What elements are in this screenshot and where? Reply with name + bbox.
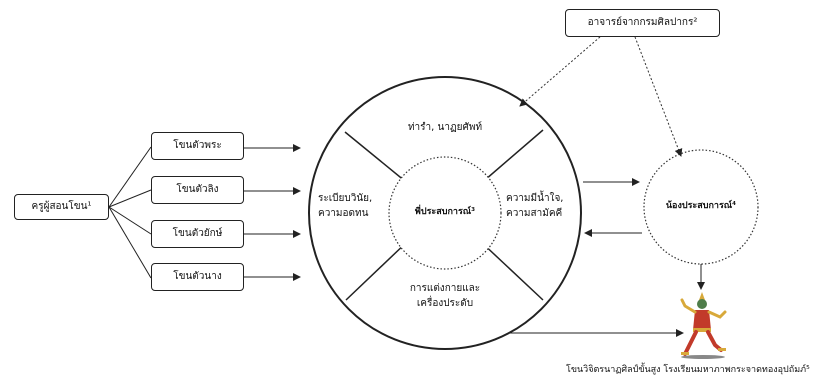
fine-arts-to-junior-arrow [634,36,683,157]
fine-arts-label: อาจารย์จากกรมศิลปากร² [587,17,698,28]
teacher-link-3 [108,206,152,235]
teacher-link-1 [108,146,152,208]
circle-divider-nw [344,131,412,187]
teacher-link-2 [108,189,152,208]
segment-bottom-line-2: เครื่องประดับ [416,297,474,309]
segment-right-line-1: ความมีน้ำใจ, [506,193,564,204]
role-box-ling: โขนตัวลิง [151,176,244,204]
segment-left-line-1: ระเบียบวินัย, [318,193,373,204]
circle-divider-ne [477,129,544,187]
junior-circle [643,149,759,265]
role-label-ling: โขนตัวลิง [176,184,219,195]
senior-circle [388,156,502,270]
teacher-box: ครูผู้สอนโขน¹ [14,194,109,220]
circle-divider-sw [345,239,410,301]
role-box-yak: โขนตัวยักษ์ [151,220,244,248]
role-box-phra: โขนตัวพระ [151,132,244,160]
segment-bottom-label: การแต่งกายและ เครื่องประดับ [380,282,510,311]
junior-label: น้องประสบการณ์⁴ [665,201,737,211]
figure-caption: โขนวิจิตรนาฏศิลป์ขั้นสูง โรงเรียนมหาภาพก… [566,365,810,375]
role-label-phra: โขนตัวพระ [173,140,222,151]
role-label-nang: โขนตัวนาง [173,271,222,282]
teacher-label: ครูผู้สอนโขน¹ [31,201,92,212]
senior-label: พี่ประสบการณ์³ [414,207,476,217]
role-box-nang: โขนตัวนาง [151,263,244,291]
segment-right-line-2: ความสามัคคี [506,207,563,219]
circle-divider-se [478,239,544,301]
knowledge-circle [308,76,582,350]
segment-left-label: ระเบียบวินัย, ความอดทน [318,192,372,221]
segment-left-line-2: ความอดทน [318,207,369,219]
segment-right-label: ความมีน้ำใจ, ความสามัคคี [506,192,563,221]
fine-arts-to-circle-arrow [519,36,601,107]
teacher-link-4 [108,206,152,279]
khon-dancer-figure-icon [680,292,727,359]
segment-top-label: ท่ารำ, นาฏยศัพท์ [407,122,483,133]
segment-bottom-line-1: การแต่งกายและ [409,283,481,294]
role-label-yak: โขนตัวยักษ์ [172,228,223,239]
fine-arts-box: อาจารย์จากกรมศิลปากร² [565,9,720,37]
